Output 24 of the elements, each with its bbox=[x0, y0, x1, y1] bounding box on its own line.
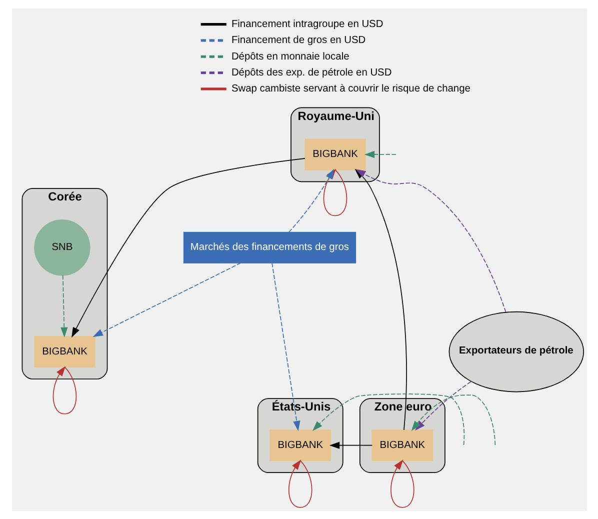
arrow bbox=[328, 442, 372, 449]
node-box: BIGBANK bbox=[371, 430, 433, 462]
arrow bbox=[60, 274, 68, 338]
node-box: BIGBANK bbox=[304, 138, 366, 170]
arrow bbox=[70, 158, 305, 338]
arrow bbox=[312, 394, 464, 446]
arrow bbox=[92, 262, 241, 337]
arrow bbox=[52, 366, 76, 414]
legend-label: Swap cambiste servant à couvrir le risque de change bbox=[230, 84, 470, 95]
node-ellipse: Exportateurs de pétrole bbox=[448, 311, 584, 392]
arrow bbox=[271, 262, 300, 432]
legend-label: Dépôts des exp. de pétrole en USD bbox=[230, 67, 392, 78]
arrow bbox=[410, 394, 496, 446]
legend-label: Financement intragroupe en USD bbox=[230, 18, 383, 30]
arrow bbox=[390, 460, 414, 508]
arrow bbox=[288, 168, 334, 233]
arrow bbox=[364, 150, 396, 158]
node-circle: SNB bbox=[34, 220, 90, 276]
legend-label: Dépôts en monnaie locale bbox=[230, 51, 349, 62]
node-box: BIGBANK bbox=[269, 430, 330, 462]
node-box: Marchés des financements de gros bbox=[182, 232, 356, 264]
legend-label: Financement de gros en USD bbox=[230, 35, 366, 46]
node-box: BIGBANK bbox=[34, 336, 95, 368]
arrow bbox=[288, 460, 312, 508]
